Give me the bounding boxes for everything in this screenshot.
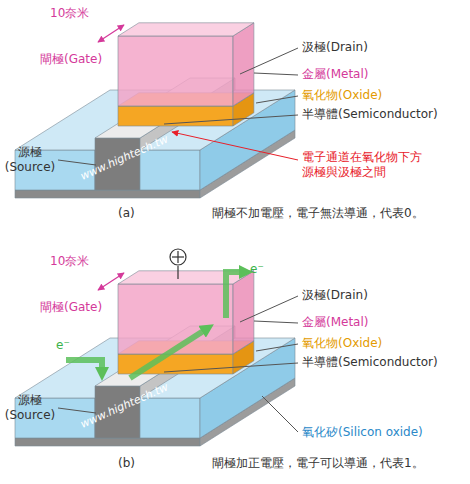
dimension-arrow [98,273,124,290]
part-name: 閘極(Gate) [40,300,102,315]
panel-label: (a) [118,206,135,221]
gate-metal [118,36,233,106]
part-name: 半導體(Semiconductor) [302,355,438,370]
electron-flow-arrows [66,272,246,378]
base-layer [15,190,200,198]
gate-metal [118,284,233,354]
part-name: 氧化物(Oxide) [302,336,382,351]
silicon-oxide [140,150,200,190]
part-name: 氧化物(Oxide) [302,88,382,103]
gate-metal [233,23,254,106]
electron-label: e⁻ [56,338,70,353]
part-name: 源極 (Source) [2,393,58,423]
part-name: 閘極(Gate) [40,52,102,67]
dimension-arrow [98,25,124,42]
panel-caption: 閘極不加電壓，電子無法導通，代表0。 [212,206,424,221]
part-name: 半導體(Semiconductor) [302,107,438,122]
dimension-label: 10奈米 [50,6,89,21]
gate-metal [233,271,254,354]
part-name: 金屬(Metal) [302,67,369,82]
gate-metal [118,23,254,36]
leader-lines [58,48,298,432]
note: 電子通道在氧化物下方 源極與汲極之間 [302,150,430,180]
gate-wire [177,266,178,279]
part-name: 氧化矽(Silicon oxide) [302,425,423,440]
silicon-oxide [140,398,200,438]
base-layer [15,438,200,446]
electron-label: e⁻ [250,262,264,277]
panel-caption: 閘極加正電壓，電子可以導通，代表1。 [212,456,424,471]
dimension-label: 10奈米 [50,254,89,269]
channel-pointer [172,132,298,160]
panel-label: (b) [118,456,135,471]
part-name: 金屬(Metal) [302,315,369,330]
part-name: 源極 (Source) [2,145,58,175]
part-name: 汲極(Drain) [302,40,368,55]
part-name: 汲極(Drain) [302,288,368,303]
positive-voltage-symbol [170,249,186,265]
